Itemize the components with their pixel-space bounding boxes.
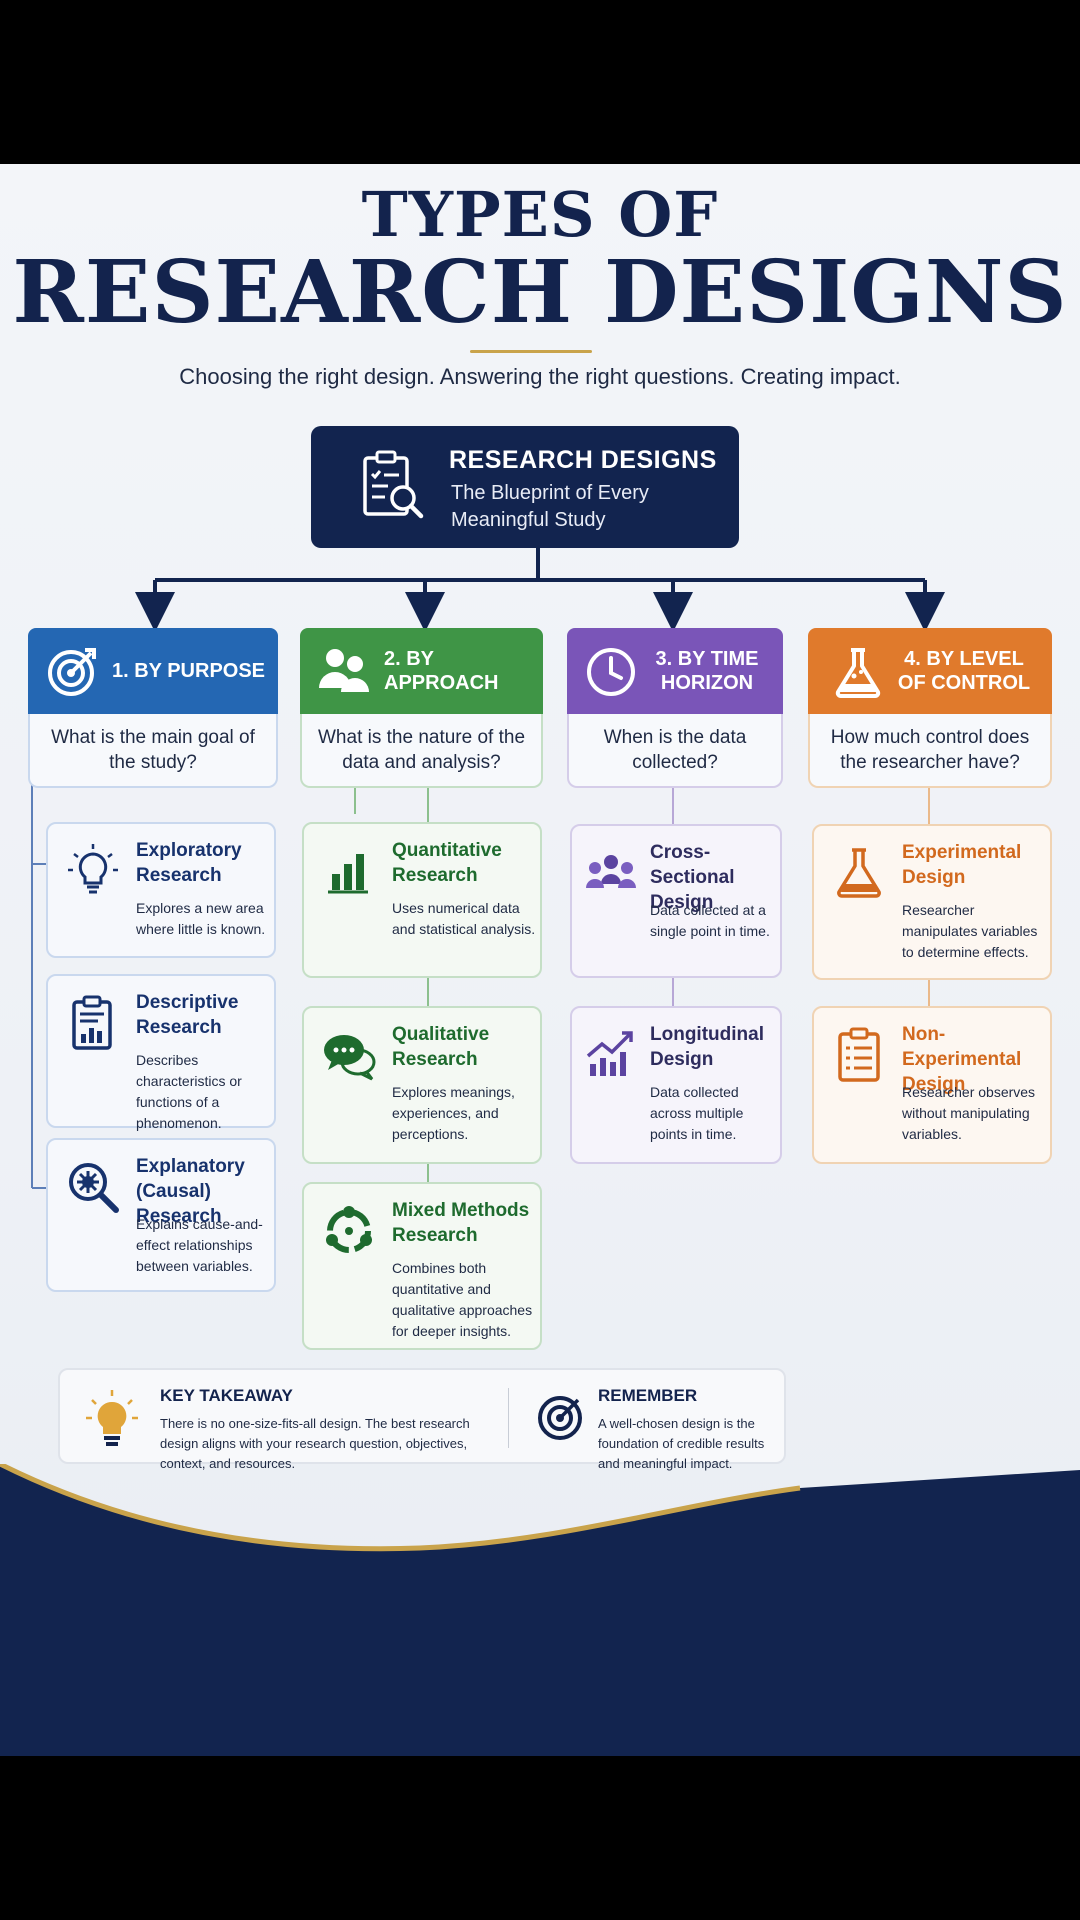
card-longitudinal-design: Longitudinal Design Data collected acros… [570, 1006, 782, 1164]
card-title: Exploratory Research [136, 840, 242, 886]
category-label: 4. BY LEVEL OF CONTROL [897, 648, 1031, 694]
category-header-time-horizon: 3. BY TIME HORIZON [567, 628, 783, 714]
panel-divider [508, 1388, 509, 1448]
card-description: Uses numerical data and statistical anal… [392, 900, 536, 937]
category-question: When is the data collected? [567, 714, 783, 788]
remember-title: REMEMBER [598, 1386, 698, 1405]
card-title: Experimental Design [902, 842, 1022, 888]
card-qualitative-research: Qualitative Research Explores meanings, … [302, 1006, 542, 1164]
clipboard-search-icon [363, 450, 424, 519]
category-header-approach: 2. BY APPROACH [300, 628, 543, 714]
flask-icon [837, 848, 881, 898]
card-description: Researcher observes without manipulating… [902, 1084, 1036, 1142]
infographic-canvas: TYPES OF RESEARCH DESIGNS Choosing the r… [0, 164, 1080, 1756]
category-label: 2. BY APPROACH [384, 648, 499, 694]
root-subtitle: The Blueprint of Every Meaningful Study [451, 482, 649, 531]
clipboard-chart-icon [72, 995, 112, 1050]
people-icon [319, 649, 369, 692]
cycle-icon [326, 1206, 372, 1253]
key-takeaway-panel: KEY TAKEAWAY There is no one-size-fits-a… [58, 1368, 786, 1471]
card-mixed-methods-research: Mixed Methods Research Combines both qua… [302, 1182, 542, 1350]
group-icon [586, 855, 636, 888]
card-title: Longitudinal Design [650, 1024, 764, 1070]
flask-icon [835, 648, 881, 698]
title-line-2: RESEARCH DESIGNS [12, 242, 1068, 343]
target-icon [538, 1396, 582, 1440]
category-header-level-of-control: 4. BY LEVEL OF CONTROL [808, 628, 1052, 714]
takeaway-title: KEY TAKEAWAY [160, 1386, 293, 1405]
card-description: Combines both quantitative and qualitati… [392, 1260, 533, 1339]
card-title: Descriptive Research [136, 992, 239, 1038]
card-exploratory-research: Exploratory Research Explores a new area… [46, 822, 276, 958]
category-question: What is the nature of the data and analy… [300, 714, 543, 788]
lightbulb-icon [86, 1390, 138, 1446]
card-title: Non-Experimental Design [902, 1024, 1022, 1095]
remember-text: A well-chosen design is the foundation o… [598, 1416, 765, 1471]
subtitle: Choosing the right design. Answering the… [179, 364, 901, 389]
category-question: What is the main goal of the study? [28, 714, 278, 788]
tree-connectors [31, 548, 945, 1189]
trend-chart-icon [586, 1031, 633, 1076]
category-header-purpose: 1. BY PURPOSE [28, 628, 278, 714]
footer-wave [0, 1464, 1080, 1756]
card-description: Explores meanings, experiences, and perc… [392, 1084, 515, 1142]
card-description: Data collected across multiple points in… [650, 1084, 744, 1142]
clock-icon [587, 648, 635, 696]
card-title: Qualitative Research [392, 1024, 490, 1070]
card-description: Explains cause-and-effect relationships … [136, 1216, 263, 1274]
root-node: RESEARCH DESIGNS The Blueprint of Every … [311, 426, 739, 548]
card-non-experimental-design: Non-Experimental Design Researcher obser… [812, 1006, 1052, 1164]
title-line-1: TYPES OF [361, 178, 719, 251]
card-cross-sectional-design: Cross-Sectional Design Data collected at… [570, 824, 782, 978]
chat-bubbles-icon [324, 1035, 376, 1081]
category-label: 1. BY PURPOSE [112, 660, 266, 682]
bar-chart-icon [328, 854, 368, 894]
checklist-icon [838, 1027, 880, 1082]
card-description: Describes characteristics or functions o… [136, 1052, 242, 1131]
takeaway-text: There is no one-size-fits-all design. Th… [160, 1416, 470, 1471]
target-icon [48, 648, 96, 696]
magnifier-gear-icon [69, 1163, 119, 1213]
card-title: Quantitative Research [392, 840, 502, 886]
card-description: Researcher manipulates variables to dete… [902, 902, 1038, 960]
lightbulb-icon [68, 844, 118, 894]
card-quantitative-research: Quantitative Research Uses numerical dat… [302, 822, 542, 978]
card-explanatory-research: Explanatory (Causal) Research Explains c… [46, 1138, 276, 1292]
card-title: Mixed Methods Research [392, 1200, 530, 1246]
category-question: How much control does the researcher hav… [808, 714, 1052, 788]
card-descriptive-research: Descriptive Research Describes character… [46, 974, 276, 1131]
card-description: Data collected at a single point in time… [650, 902, 770, 939]
title-divider [470, 350, 592, 353]
card-title: Explanatory (Causal) Research [136, 1156, 245, 1227]
root-title: RESEARCH DESIGNS [449, 446, 717, 474]
category-label: 3. BY TIME HORIZON [655, 648, 759, 694]
card-description: Explores a new area where little is know… [136, 900, 266, 937]
card-title: Cross-Sectional Design [650, 842, 735, 913]
card-experimental-design: Experimental Design Researcher manipulat… [812, 824, 1052, 980]
